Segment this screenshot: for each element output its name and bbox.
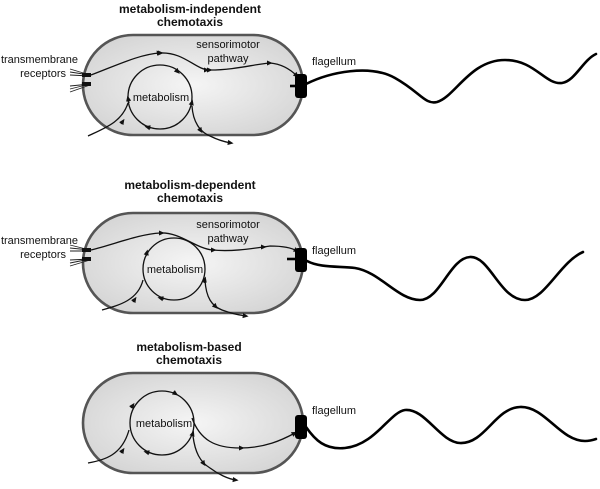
- pathway-label-line2: pathway: [208, 233, 249, 245]
- flagellum: [304, 52, 598, 104]
- pathway-label-line1: sensorimotor: [196, 39, 260, 51]
- receptors-label-line1: transmembrane: [1, 235, 78, 247]
- panel-title-line2: chemotaxis: [157, 191, 223, 205]
- flagellum: [304, 405, 598, 450]
- flagellar-motor: [295, 415, 307, 439]
- metabolism-label: metabolism: [133, 92, 189, 104]
- cell-body: [81, 371, 305, 475]
- flagellum-label: flagellum: [312, 56, 356, 68]
- flagellum-label: flagellum: [312, 245, 356, 257]
- substrate-input-arrow: [101, 279, 144, 311]
- cell-body: [81, 211, 305, 315]
- sensorimotor-pathway-arrow: [90, 50, 271, 76]
- panel-title-line1: metabolism-dependent: [124, 178, 255, 192]
- transmembrane-receptors: [69, 68, 91, 93]
- product-output-arrow: [191, 105, 234, 146]
- product-output-arrow: [204, 279, 249, 319]
- panel-metabolism-dependent: metabolism-dependent chemotaxis transmem…: [1, 178, 585, 319]
- panel-title-line2: chemotaxis: [156, 353, 222, 367]
- flagellar-motor: [295, 74, 307, 98]
- pathway-label-line2: pathway: [208, 53, 249, 65]
- metabolism-cycle: [142, 237, 206, 301]
- flagellar-motor: [295, 248, 307, 272]
- flagellum-label: flagellum: [312, 405, 356, 417]
- pathway-label-line1: sensorimotor: [196, 219, 260, 231]
- receptors-label-line2: receptors: [20, 68, 66, 80]
- receptors-label-line2: receptors: [20, 249, 66, 261]
- panel-title-line2: chemotaxis: [157, 15, 223, 29]
- panel-metabolism-based: metabolism-based chemotaxis metabolism f…: [81, 340, 598, 483]
- receptors-label-line1: transmembrane: [1, 54, 78, 66]
- panel-title-line1: metabolism-based: [136, 340, 241, 354]
- flagellum: [305, 250, 585, 302]
- panel-metabolism-independent: metabolism-independent chemotaxis transm…: [1, 2, 598, 146]
- substrate-input-arrow: [87, 429, 130, 464]
- substrate-input-arrow: [87, 102, 129, 137]
- metabolism-label: metabolism: [147, 264, 203, 276]
- panel-title-line1: metabolism-independent: [119, 2, 261, 16]
- transmembrane-receptors: [69, 244, 91, 267]
- product-output-arrow: [192, 435, 239, 483]
- metabolism-label: metabolism: [136, 418, 192, 430]
